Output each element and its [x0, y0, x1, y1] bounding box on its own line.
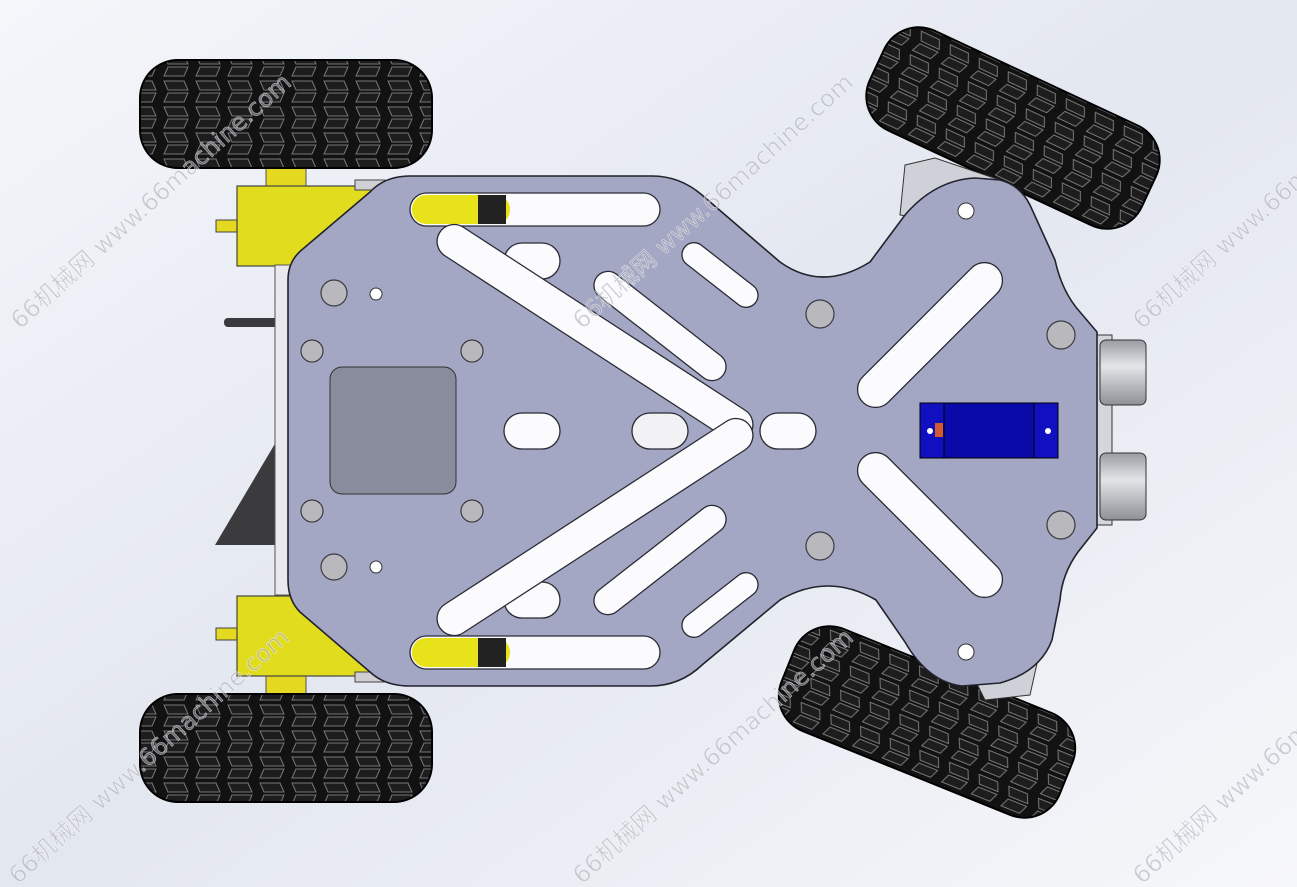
mount-pad — [329, 366, 457, 495]
rear-wheel-bottom — [139, 693, 433, 803]
battery-wedge — [215, 415, 292, 545]
steering-servo — [919, 402, 1059, 459]
chassis-plate — [287, 175, 1098, 687]
plate-slots — [409, 192, 1004, 670]
rear-wheel-top — [139, 59, 433, 169]
screws — [300, 202, 1076, 661]
